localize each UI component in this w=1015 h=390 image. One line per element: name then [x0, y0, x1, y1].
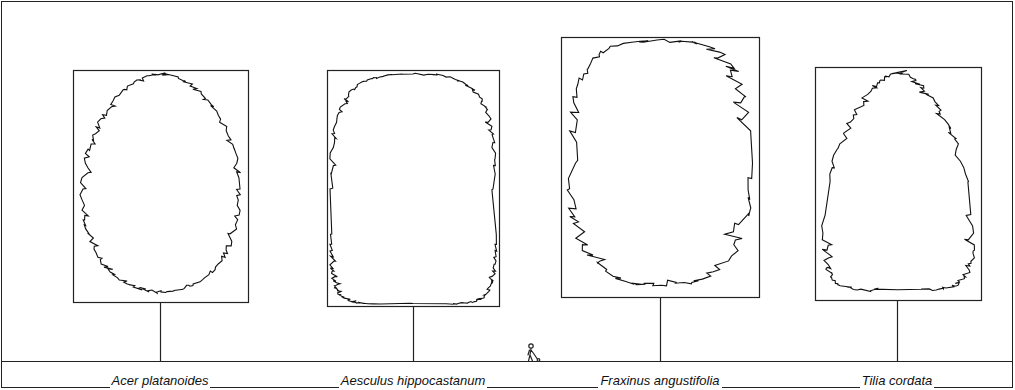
crown-box [328, 71, 500, 307]
crown-box [562, 38, 760, 298]
crown-box [74, 71, 249, 303]
label-holder: Fraxinus angustifolia [540, 371, 780, 389]
label-holder: Acer platanoides [40, 371, 280, 389]
trunk-line [897, 301, 898, 361]
crown-outline [80, 73, 241, 293]
person-figure [528, 344, 540, 362]
crown-box [816, 68, 982, 301]
trunk-line [413, 307, 414, 361]
species-label: Acer platanoides [110, 373, 211, 388]
species-label: Fraxinus angustifolia [598, 373, 721, 388]
crown-outline [567, 39, 752, 286]
trunk-line [160, 303, 161, 361]
trunk-line [660, 298, 661, 361]
ground-line [2, 361, 1012, 362]
species-label: Tilia cordata [860, 373, 935, 388]
label-holder: Tilia cordata [777, 371, 1015, 389]
crown-outline [822, 71, 975, 292]
species-label: Aesculus hippocastanum [339, 373, 488, 388]
crown-outline [330, 73, 497, 304]
label-holder: Aesculus hippocastanum [293, 371, 533, 389]
